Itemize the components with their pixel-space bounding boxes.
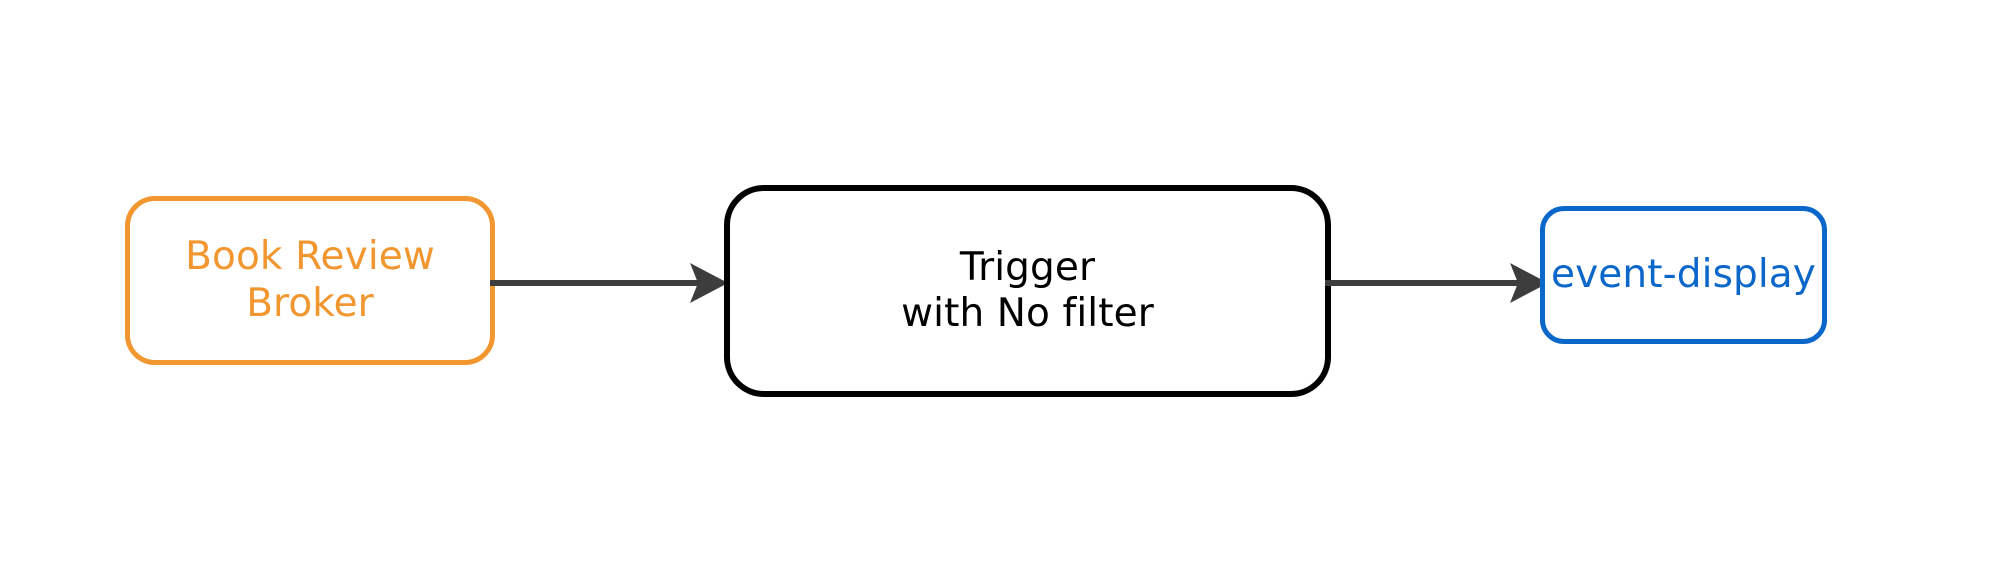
node-book-review-broker[interactable]: Book Review Broker — [125, 196, 495, 365]
node-event-display[interactable]: event-display — [1540, 206, 1827, 344]
node-book-review-broker-label: Book Review Broker — [185, 234, 435, 326]
node-trigger-with-no-filter[interactable]: Trigger with No filter — [724, 185, 1331, 397]
node-trigger-with-no-filter-label: Trigger with No filter — [901, 244, 1154, 336]
arrowhead-icon — [1510, 263, 1548, 303]
node-event-display-label: event-display — [1551, 251, 1816, 297]
edge-broker-to-trigger — [490, 263, 728, 303]
arrowhead-icon — [690, 263, 728, 303]
edge-trigger-to-sink — [1325, 263, 1548, 303]
